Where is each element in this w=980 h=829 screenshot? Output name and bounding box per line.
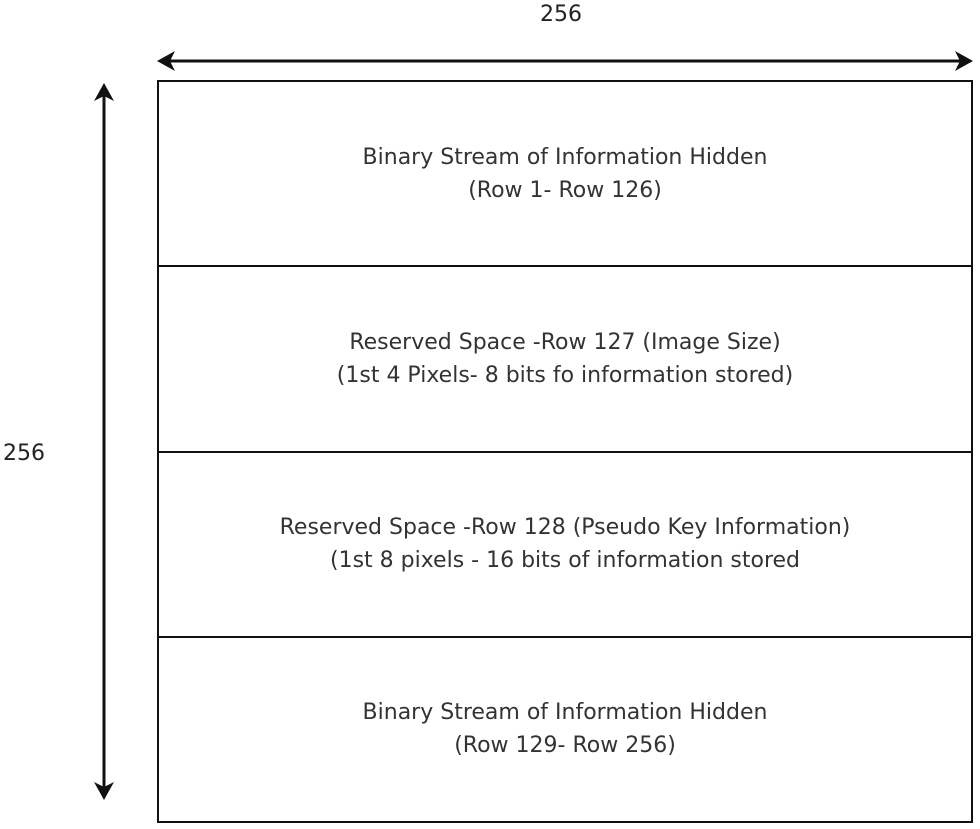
band-2-subtitle: (1st 4 Pixels- 8 bits fo information sto… [336, 362, 794, 388]
band-3-subtitle: (1st 8 pixels - 16 bits of information s… [329, 548, 801, 574]
band-1-title: Binary Stream of Information Hidden [362, 144, 768, 170]
band-1-subtitle: (Row 1- Row 126) [468, 177, 662, 203]
band-reserved-row-127: Reserved Space -Row 127 (Image Size) (1s… [159, 267, 971, 453]
height-dimension-label: 256 [3, 441, 45, 466]
band-reserved-row-128: Reserved Space -Row 128 (Pseudo Key Info… [159, 453, 971, 638]
height-arrow [94, 83, 114, 800]
band-4-subtitle: (Row 129- Row 256) [454, 733, 676, 759]
width-arrow-right-head [955, 51, 973, 71]
image-layout-box: Binary Stream of Information Hidden (Row… [157, 80, 973, 823]
width-arrow-left-head [157, 51, 175, 71]
height-arrow-bottom-head [94, 782, 114, 800]
band-hidden-stream-top: Binary Stream of Information Hidden (Row… [159, 82, 971, 268]
band-3-title: Reserved Space -Row 128 (Pseudo Key Info… [279, 515, 851, 541]
height-arrow-top-head [94, 83, 114, 101]
band-hidden-stream-bottom: Binary Stream of Information Hidden (Row… [159, 638, 971, 821]
width-arrow [157, 51, 973, 71]
band-4-title: Binary Stream of Information Hidden [362, 700, 768, 726]
width-dimension-label: 256 [540, 2, 582, 27]
band-2-title: Reserved Space -Row 127 (Image Size) [349, 329, 781, 355]
